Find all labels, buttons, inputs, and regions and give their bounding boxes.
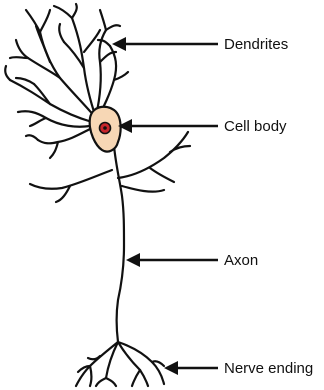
axon [30,132,190,342]
axon-arrow [126,253,218,267]
nerve-ending-arrow [164,361,218,375]
cell-body-label: Cell body [224,118,287,135]
nerve-ending-label: Nerve ending [224,360,313,377]
pointer-arrows [112,37,218,375]
cell-body [90,107,121,152]
dendrites-label: Dendrites [224,36,288,53]
nerve-ending [76,342,164,386]
axon-label: Axon [224,252,258,269]
cell-body-arrow [118,119,218,133]
dendrites-arrow [112,37,218,51]
